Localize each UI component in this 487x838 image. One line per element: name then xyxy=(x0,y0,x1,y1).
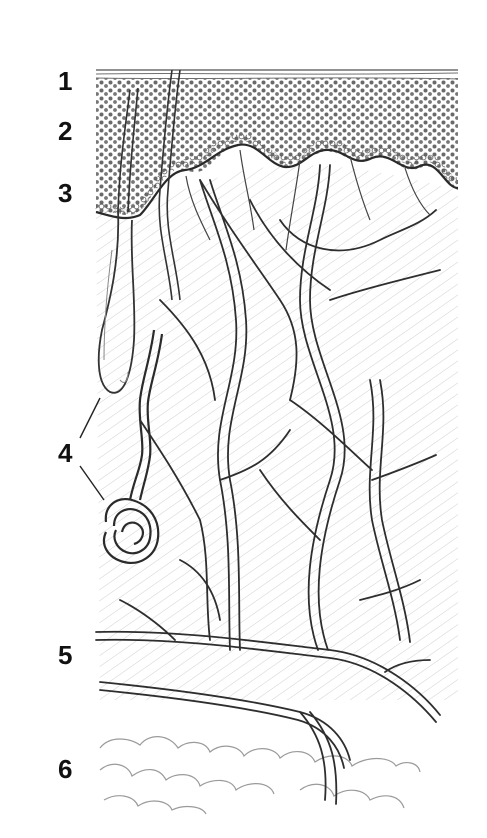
hypodermis-fat xyxy=(100,737,420,814)
layer-label-2: 2 xyxy=(58,118,72,144)
layer-label-4: 4 xyxy=(58,440,72,466)
stratum-corneum xyxy=(96,70,458,79)
layer-label-6: 6 xyxy=(58,756,72,782)
layer-label-1: 1 xyxy=(58,68,72,94)
layer-label-3: 3 xyxy=(58,180,72,206)
layer-label-5: 5 xyxy=(58,642,72,668)
